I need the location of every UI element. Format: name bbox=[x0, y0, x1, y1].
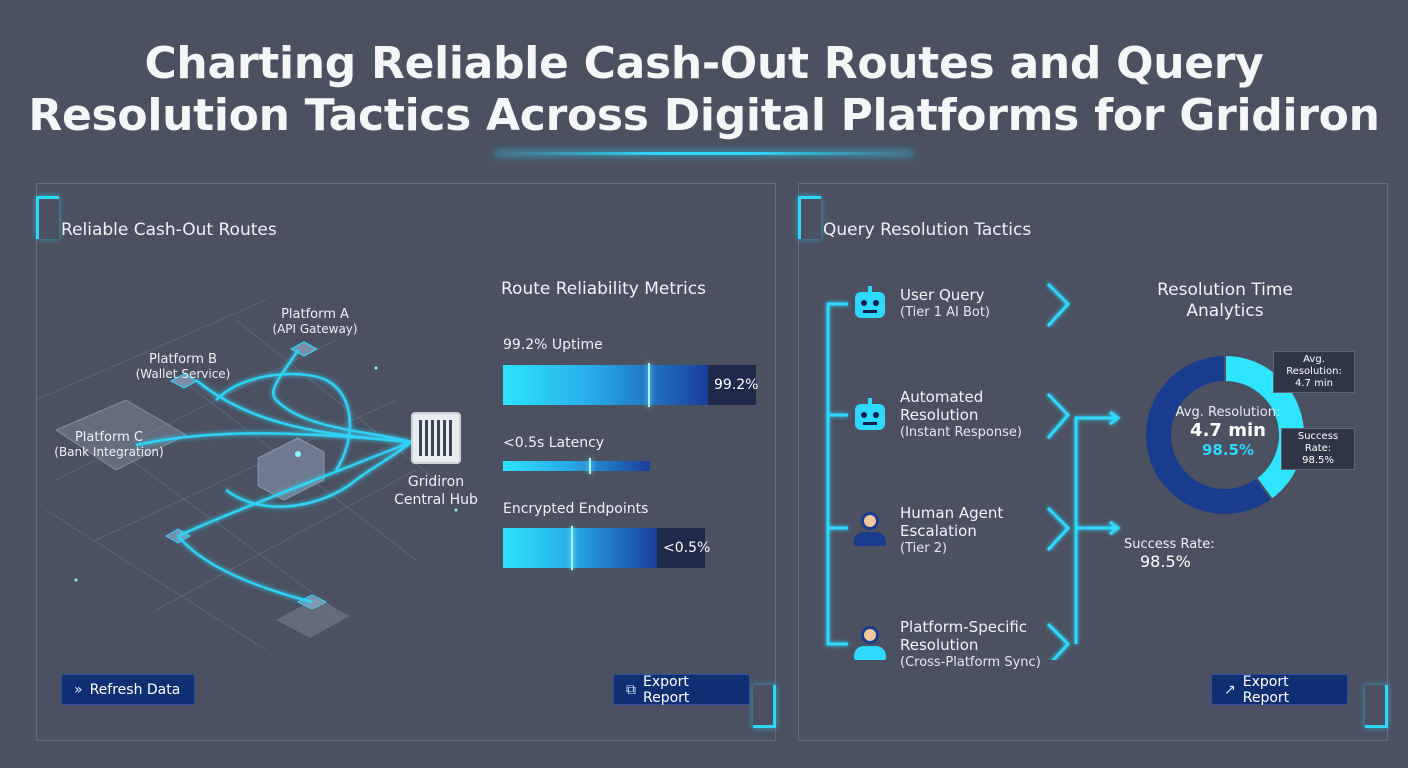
export-icon: ⧉ bbox=[626, 681, 636, 698]
server-icon bbox=[411, 412, 461, 464]
step-user-query: User Query (Tier 1 AI Bot) bbox=[900, 286, 991, 320]
refresh-data-button[interactable]: » Refresh Data bbox=[61, 674, 195, 705]
metric-label-encrypted: Encrypted Endpoints bbox=[503, 501, 649, 517]
uptime-value: 99.2% bbox=[708, 365, 758, 405]
title-underline bbox=[495, 152, 913, 155]
encrypted-value: <0.5% bbox=[657, 528, 710, 568]
title-line-1: Charting Reliable Cash-Out Routes and Qu… bbox=[144, 38, 1264, 89]
export-report-button-right[interactable]: ↗ Export Report bbox=[1211, 674, 1348, 706]
query-panel-title: Query Resolution Tactics bbox=[823, 220, 1032, 240]
double-chevron-icon: » bbox=[74, 681, 83, 698]
query-resolution-panel: Query Resolution Tactics bbox=[798, 183, 1388, 741]
step-automated-resolution: Automated Resolution (Instant Response) bbox=[900, 388, 1022, 440]
metrics-title: Route Reliability Metrics bbox=[501, 279, 706, 299]
metric-label-latency: <0.5s Latency bbox=[503, 435, 605, 451]
metric-label-uptime: 99.2% Uptime bbox=[503, 337, 603, 353]
panel-corner-accent bbox=[753, 685, 776, 728]
platform-a-label: Platform A (API Gateway) bbox=[272, 307, 358, 336]
panel-corner-accent bbox=[1365, 685, 1388, 728]
page-title: Charting Reliable Cash-Out Routes and Qu… bbox=[0, 38, 1408, 142]
route-network-diagram bbox=[36, 299, 458, 651]
success-rate-tooltip: Success Rate: 98.5% bbox=[1281, 428, 1355, 470]
step-human-agent: Human Agent Escalation (Tier 2) bbox=[900, 504, 1004, 556]
platform-b-label: Platform B (Wallet Service) bbox=[135, 352, 231, 381]
platform-c-node bbox=[54, 399, 188, 471]
donut-center: Avg. Resolution: 4.7 min 98.5% bbox=[1175, 405, 1281, 459]
donut-segment-1 bbox=[1144, 353, 1274, 516]
step-platform-specific: Platform-Specific Resolution (Cross-Plat… bbox=[900, 618, 1041, 670]
analytics-title: Resolution Time Analytics bbox=[1157, 280, 1293, 321]
export-report-button[interactable]: ⧉ Export Report bbox=[613, 674, 750, 706]
robot-icon bbox=[852, 286, 888, 322]
avg-resolution-tooltip: Avg. Resolution: 4.7 min bbox=[1273, 351, 1355, 393]
agent-icon bbox=[852, 624, 888, 660]
title-line-2: Resolution Tactics Across Digital Platfo… bbox=[28, 90, 1380, 141]
panel-corner-accent bbox=[36, 196, 59, 239]
agent-icon bbox=[852, 510, 888, 546]
panel-corner-accent bbox=[798, 196, 821, 239]
cashout-routes-panel: Reliable Cash-Out Routes bbox=[36, 183, 776, 741]
robot-icon bbox=[852, 398, 888, 434]
share-arrow-icon: ↗ bbox=[1224, 681, 1236, 698]
query-flow-diagram bbox=[826, 282, 1121, 660]
latency-bar bbox=[503, 461, 650, 471]
hub-label: Gridiron Central Hub bbox=[394, 474, 478, 508]
platform-c-label: Platform C (Bank Integration) bbox=[54, 430, 164, 459]
cashout-panel-title: Reliable Cash-Out Routes bbox=[61, 220, 277, 240]
encrypted-bar bbox=[503, 528, 658, 568]
uptime-bar bbox=[503, 365, 708, 405]
success-rate-summary: Success Rate: 98.5% bbox=[1124, 537, 1215, 571]
